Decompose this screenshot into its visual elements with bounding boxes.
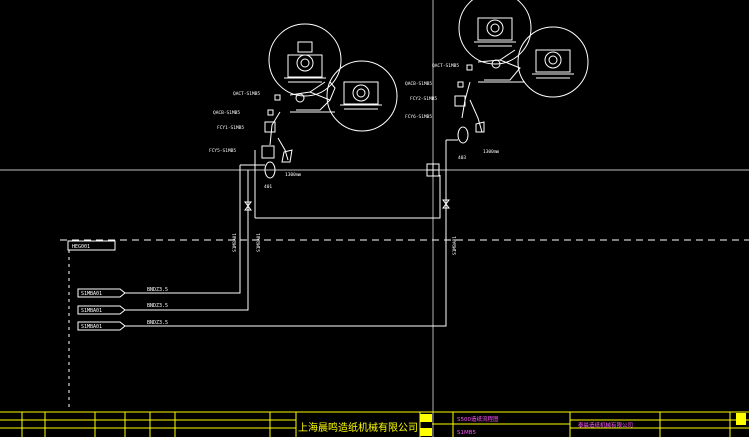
svg-text:1300mm: 1300mm — [483, 149, 500, 155]
svg-text:FCY5-S1MB5: FCY5-S1MB5 — [209, 148, 236, 154]
right-company-name: 泰晨造纸机械有限公司 — [578, 421, 633, 429]
linkage-left — [289, 81, 336, 113]
riser-label-left-a: S1MBA01 — [232, 233, 238, 252]
svg-text:QACT-S1MB5: QACT-S1MB5 — [432, 63, 459, 69]
linkage-right — [477, 49, 525, 83]
riser-label-right: S1MBA01 — [452, 236, 458, 255]
svg-text:QACT-S1MB5: QACT-S1MB5 — [233, 91, 260, 97]
svg-text:403: 403 — [458, 155, 466, 161]
pipe-label-2: BNDZ3.5 — [147, 303, 168, 309]
pipe-label-1: BNDZ3.5 — [147, 287, 168, 293]
svg-text:S1MBA01: S1MBA01 — [81, 324, 102, 330]
svg-text:S1MBA01: S1MBA01 — [81, 308, 102, 314]
svg-text:1300mm: 1300mm — [285, 172, 302, 178]
pipe-label-3: BNDZ3.5 — [147, 320, 168, 326]
motor-left-lower — [340, 81, 382, 110]
svg-text:QACB-S1MB5: QACB-S1MB5 — [213, 110, 240, 116]
piping — [125, 140, 450, 327]
roll-circle-left-lower — [326, 60, 398, 132]
tank-403 — [457, 126, 469, 144]
svg-text:FCY2-S1MB5: FCY2-S1MB5 — [410, 96, 437, 102]
title-block: 上海晨鸣造纸机械有限公司 S500造纸流程图 S1MB5 泰晨造纸机械有限公司 — [0, 411, 749, 437]
company-name: 上海晨鸣造纸机械有限公司 — [298, 421, 418, 434]
source-tag-2: S1MBA01 — [77, 305, 126, 315]
riser-label-left-b: S1MBA01 — [256, 233, 262, 252]
roll-circle-right-upper — [458, 0, 532, 65]
drawing-number: S1MB5 — [457, 430, 477, 436]
motor-right-lower — [532, 49, 574, 79]
right-unit: QACT-S1MB5 QACB-S1MB5 FCY2-S1MB5 FCY6-S1… — [405, 0, 589, 161]
source-tag-3: S1MBA01 — [77, 321, 126, 331]
roll-circle-left-upper — [268, 23, 342, 97]
motor-left-upper — [284, 41, 326, 83]
svg-text:401: 401 — [264, 184, 272, 190]
motor-right-upper — [474, 17, 516, 47]
drawing-title: S500造纸流程图 — [457, 415, 499, 423]
svg-text:HEG001: HEG001 — [72, 244, 90, 250]
source-tag-1: S1MBA01 — [77, 288, 126, 298]
header-tag: HEG001 — [67, 240, 116, 251]
roll-circle-right-lower — [517, 26, 589, 98]
svg-text:QACB-S1MB5: QACB-S1MB5 — [405, 81, 432, 87]
svg-text:FCY6-S1MB5: FCY6-S1MB5 — [405, 114, 432, 120]
left-unit: QACT-S1MB5 QACB-S1MB5 FCY1-S1MB5 FCY5-S1… — [209, 23, 398, 190]
svg-text:S1MBA01: S1MBA01 — [81, 291, 102, 297]
svg-text:FCY1-S1MB5: FCY1-S1MB5 — [217, 125, 244, 131]
tank-401 — [264, 161, 276, 179]
